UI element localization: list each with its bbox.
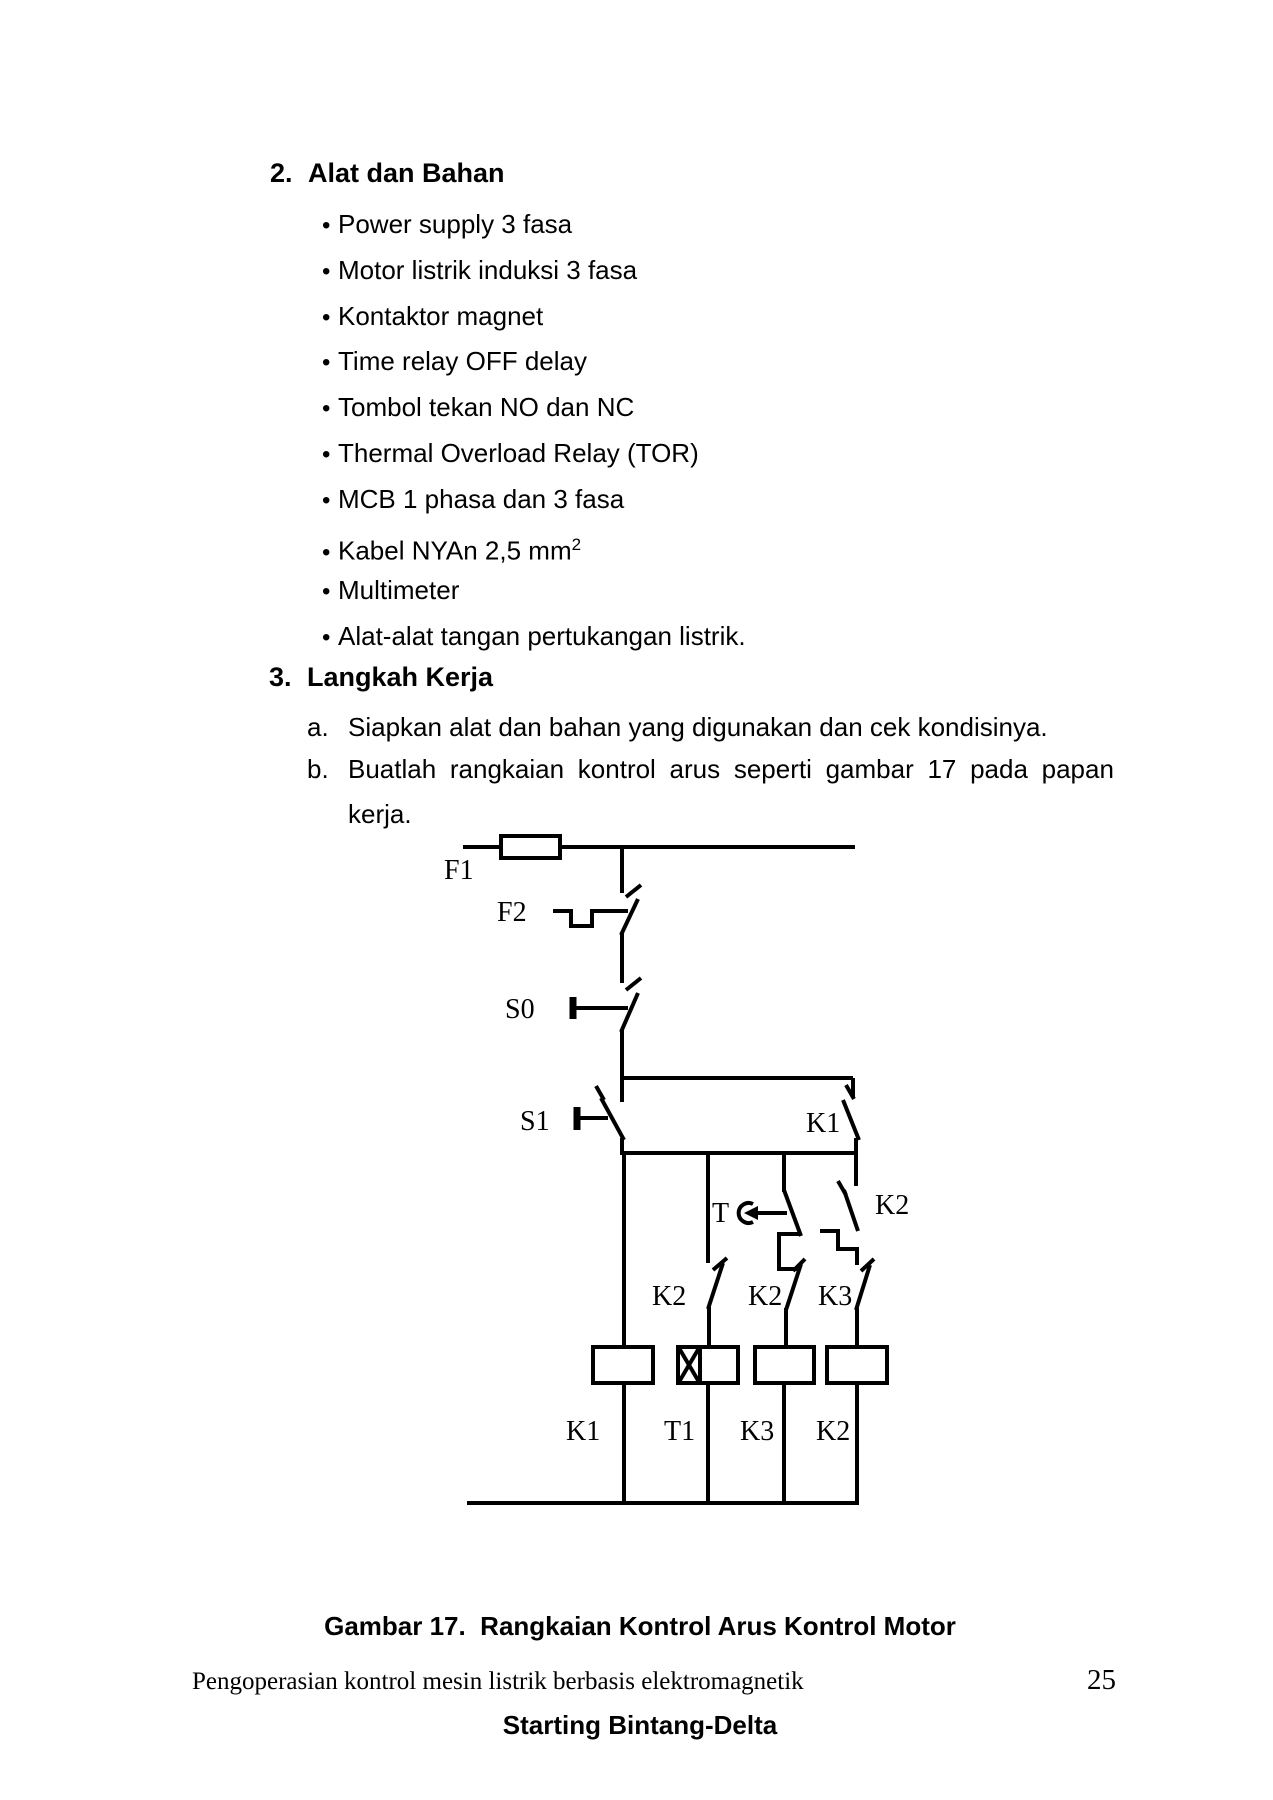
list-item: • MCB 1 phasa dan 3 fasa <box>322 485 624 515</box>
figure-caption: Gambar 17. Rangkaian Kontrol Arus Kontro… <box>250 1544 1030 1800</box>
coil-k2-label: K2 <box>816 1416 850 1447</box>
contact-k3-nc-label: K3 <box>818 1281 852 1312</box>
list-item-text: Multimeter <box>338 575 460 605</box>
stop-button-s0-label: S0 <box>505 994 535 1025</box>
coil-branch-k1: K1 <box>566 1153 655 1505</box>
superscript: 2 <box>571 535 582 554</box>
overload-f2-label: F2 <box>497 897 527 928</box>
stop-button-s0: S0 <box>505 976 643 1080</box>
step-a-label: a. <box>307 712 329 742</box>
bullet-icon: • <box>322 349 331 376</box>
list-item-text: Thermal Overload Relay (TOR) <box>338 438 699 468</box>
footer-title: Pengoperasian kontrol mesin listrik berb… <box>192 1668 804 1695</box>
fuse-f1-label: F1 <box>444 855 474 886</box>
overload-contact-f2: F2 <box>497 845 643 983</box>
timer-arrow-icon <box>744 1206 758 1220</box>
list-item: • Alat-alat tangan pertukangan listrik. <box>322 622 746 652</box>
coil-k3-label: K3 <box>740 1416 774 1447</box>
list-item: • Power supply 3 fasa <box>322 210 572 240</box>
start-button-s1-label: S1 <box>520 1106 550 1137</box>
coil-k1-label: K1 <box>566 1416 600 1447</box>
bullet-icon: • <box>322 258 331 285</box>
timer-contact-t-label: T <box>712 1198 729 1229</box>
holding-contact-k1: K1 <box>806 1078 861 1155</box>
bullet-icon: • <box>322 395 331 422</box>
page-number: 25 <box>1087 1664 1116 1696</box>
contact-k2-no-mid-label: K2 <box>748 1281 782 1312</box>
list-item-text: Alat-alat tangan pertukangan listrik. <box>338 621 746 651</box>
section-2-title: Alat dan Bahan <box>308 158 505 188</box>
bullet-icon: • <box>322 304 331 331</box>
word: pada <box>970 754 1028 784</box>
word: kontrol <box>577 754 656 784</box>
bullet-icon: • <box>322 212 331 239</box>
contact-k2-nc-label: K2 <box>875 1190 909 1221</box>
coil-branch-k3: T K2 K3 <box>712 1153 816 1505</box>
list-item: • Thermal Overload Relay (TOR) <box>322 439 699 469</box>
list-item-text: MCB 1 phasa dan 3 fasa <box>338 484 625 514</box>
step-b-label: b. <box>307 754 329 784</box>
list-item: •Kabel NYAn 2,5 mm2 <box>322 530 581 567</box>
step-b-line2: kerja. <box>348 799 412 829</box>
word: rangkaian <box>449 754 565 784</box>
list-item: • Tombol tekan NO dan NC <box>322 393 634 423</box>
list-item: • Kontaktor magnet <box>322 302 543 332</box>
coil-branch-t1: K2 T1 <box>652 1153 740 1505</box>
word: seperti <box>733 754 812 784</box>
word: 17 <box>927 754 957 784</box>
section-3-title: Langkah Kerja <box>307 662 494 692</box>
holding-contact-k1-label: K1 <box>806 1108 840 1139</box>
list-item-text: Power supply 3 fasa <box>338 209 573 239</box>
bullet-icon: • <box>322 487 331 514</box>
step-b-label-row: b. <box>307 755 348 784</box>
figure-caption-line2: Starting Bintang-Delta <box>502 1710 778 1740</box>
bullet-icon: • <box>322 441 331 468</box>
contact-k2-no-left-label: K2 <box>652 1281 686 1312</box>
start-button-s1: S1 <box>520 1078 626 1155</box>
step-a: a. Siapkan alat dan bahan yang digunakan … <box>307 713 1048 742</box>
step-a-text: Siapkan alat dan bahan yang digunakan da… <box>348 712 1048 742</box>
list-item-text: Kontaktor magnet <box>338 301 544 331</box>
list-item-text: Tombol tekan NO dan NC <box>338 392 635 422</box>
timer-delay-arc-icon <box>736 1201 754 1225</box>
word: arus <box>669 754 721 784</box>
section-3-number: 3. <box>269 662 292 692</box>
list-item-text: Time relay OFF delay <box>338 346 587 376</box>
bullet-icon: • <box>322 578 331 605</box>
bullet-icon: • <box>322 624 331 651</box>
word: Buatlah <box>348 754 437 784</box>
section-2-heading: 2. Alat dan Bahan <box>270 158 505 188</box>
section-2-number: 2. <box>270 158 293 188</box>
list-item: • Multimeter <box>322 576 459 606</box>
word: papan <box>1041 754 1114 784</box>
list-item: • Motor listrik induksi 3 fasa <box>322 256 637 286</box>
word: gambar <box>825 754 914 784</box>
section-3-heading: 3. Langkah Kerja <box>269 662 493 692</box>
list-item-text: Kabel NYAn 2,5 mm <box>338 535 572 566</box>
step-b-line1: Buatlah rangkaian kontrol arus seperti g… <box>348 755 1114 784</box>
coil-branch-k2: K2 K3 K2 <box>816 1153 909 1505</box>
coil-t1-label: T1 <box>664 1416 695 1447</box>
list-item: • Time relay OFF delay <box>322 347 587 377</box>
list-item-text: Motor listrik induksi 3 fasa <box>338 255 638 285</box>
fuse-f1: F1 <box>444 834 855 886</box>
bullet-icon: • <box>322 538 331 566</box>
figure-caption-line1: Gambar 17. Rangkaian Kontrol Arus Kontro… <box>324 1611 956 1641</box>
